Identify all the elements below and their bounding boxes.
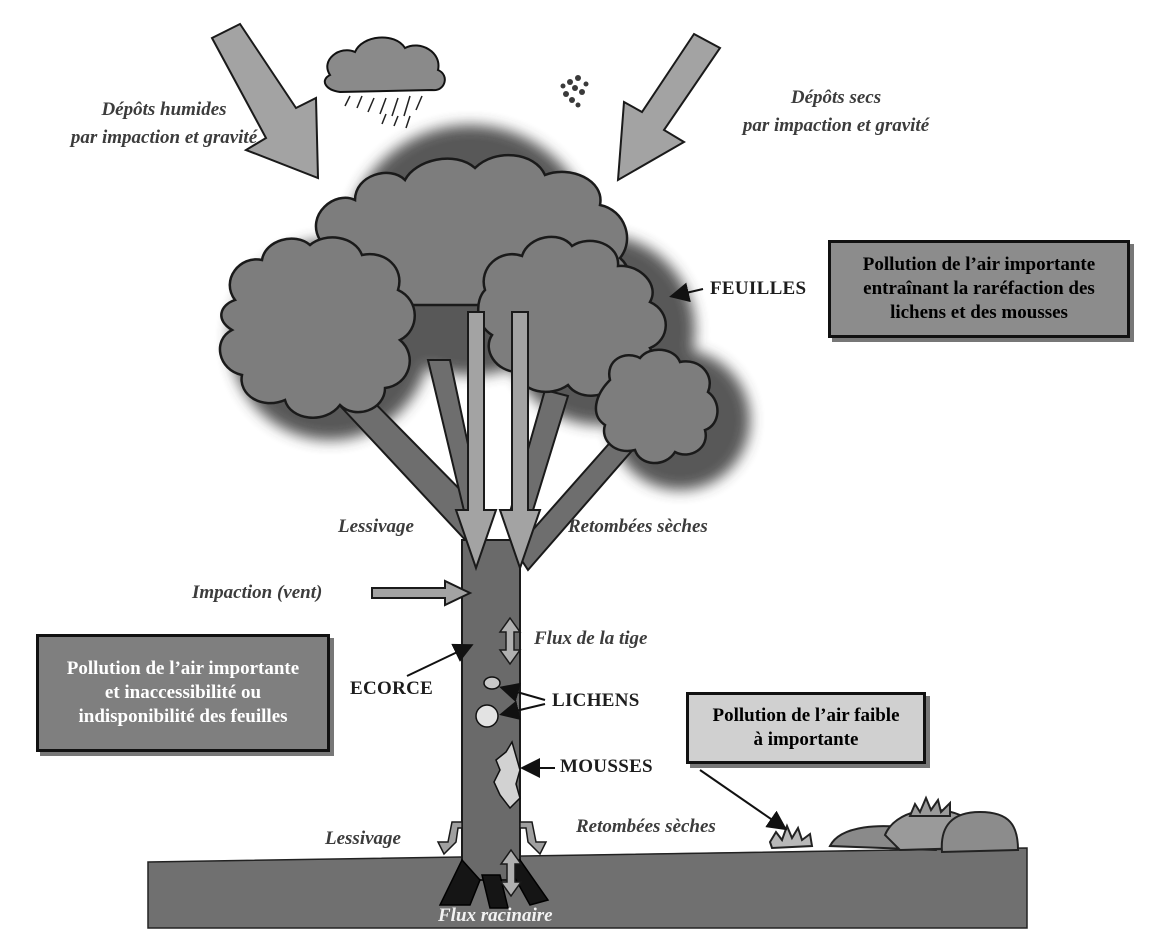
deposit-arrows <box>210 22 722 182</box>
retombees-top-label: Retombées sèches <box>568 516 708 537</box>
ground <box>147 847 1028 929</box>
lichens-label: LICHENS <box>552 690 640 711</box>
ground-curved-arrows <box>436 821 548 856</box>
box-low-to-high-pollution: Pollution de l’air faible à importante <box>686 692 926 764</box>
ecorce-label: ECORCE <box>350 678 434 699</box>
stem-flux-arrow <box>498 616 522 666</box>
impaction-arrow <box>371 579 473 607</box>
flux-tige-label: Flux de la tige <box>534 628 648 649</box>
box-top-right-line-2: entraînant la raréfaction des <box>863 278 1095 299</box>
root-flux-arrow <box>499 848 523 898</box>
wet-deposits-label: Dépôts humides par impaction et gravité <box>34 96 294 152</box>
impaction-label: Impaction (vent) <box>192 582 323 603</box>
feuilles-label: FEUILLES <box>710 278 807 299</box>
mousses-label: MOUSSES <box>560 756 653 777</box>
lessivage-top-label: Lessivage <box>338 516 414 537</box>
box-bottom-right-line-1: Pollution de l’air faible <box>712 705 900 726</box>
wet-deposits-line-2: par impaction et gravité <box>70 127 258 148</box>
box-bottom-right-line-2: à importante <box>753 729 859 750</box>
box-top-right-line-3: lichens et des mousses <box>890 302 1068 323</box>
box-high-pollution-rarefaction: Pollution de l’air importante entraînant… <box>828 240 1130 338</box>
dry-deposits-label: Dépôts secs par impaction et gravité <box>696 84 976 140</box>
box-left-line-3: indisponibilité des feuilles <box>78 706 288 727</box>
wet-deposits-line-1: Dépôts humides <box>101 99 227 120</box>
retombees-bottom-label: Retombées sèches <box>576 816 716 837</box>
dry-particles-icon <box>560 75 589 108</box>
ground-rocks <box>768 795 1020 854</box>
box-left-line-2: et inaccessibilité ou <box>104 682 262 703</box>
pointer-arrows <box>406 282 788 831</box>
trunk-lichens <box>475 676 501 728</box>
dry-deposits-line-1: Dépôts secs <box>790 87 882 108</box>
rain-cloud-icon <box>323 36 446 129</box>
lessivage-bottom-label: Lessivage <box>325 828 401 849</box>
dry-deposits-line-2: par impaction et gravité <box>742 115 930 136</box>
canopy-arrows <box>454 311 542 572</box>
flux-racinaire-label: Flux racinaire <box>438 905 553 926</box>
box-top-right-line-1: Pollution de l’air importante <box>862 254 1096 275</box>
branches <box>328 359 652 572</box>
trunk-mousses <box>493 740 521 810</box>
foliage <box>218 153 719 465</box>
box-high-pollution-inaccessibility: Pollution de l’air importante et inacces… <box>36 634 330 752</box>
box-left-line-1: Pollution de l’air importante <box>66 658 300 679</box>
